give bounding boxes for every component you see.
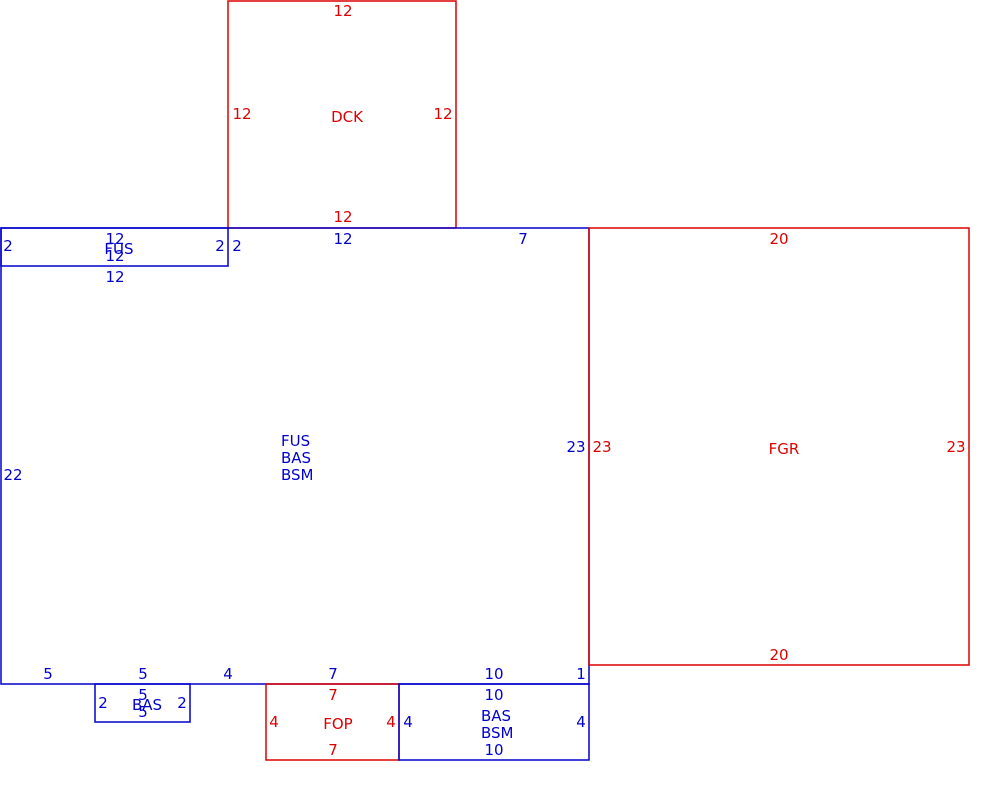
main-label-fus: FUS xyxy=(281,432,310,450)
bas-bsm-dim-top: 10 xyxy=(484,686,503,704)
fus-strip-label: FUS xyxy=(104,240,133,258)
dck-dim-right: 12 xyxy=(433,105,452,123)
area-fop: 7 4 4 FOP 7 xyxy=(265,683,400,761)
dck-dim-bottom: 12 xyxy=(333,208,352,226)
main-dim-top-b: 7 xyxy=(518,230,528,248)
dck-dim-left: 12 xyxy=(232,105,251,123)
bas-small-label: BAS xyxy=(132,696,162,714)
fgr-dim-top: 20 xyxy=(769,230,788,248)
bas-small-dim-left: 2 xyxy=(98,694,108,712)
fgr-dim-left: 23 xyxy=(592,438,611,456)
bas-bsm-label-bas: BAS xyxy=(481,707,511,725)
bas-bsm-dim-right: 4 xyxy=(576,713,586,731)
fus-strip-dim-right: 2 xyxy=(215,237,225,255)
main-dim-bottom-e: 10 xyxy=(484,665,503,683)
main-dim-bottom-a: 5 xyxy=(43,665,53,683)
fus-strip-dim-left: 2 xyxy=(3,237,13,255)
area-bas-bsm: 10 4 4 BAS BSM 10 xyxy=(398,683,590,761)
bas-small-dim-right: 2 xyxy=(177,694,187,712)
dck-label: DCK xyxy=(331,108,364,126)
fus-strip-dim-below: 12 xyxy=(105,268,124,286)
area-fus-strip: 12 2 2 FUS 12 12 xyxy=(0,227,229,286)
main-label-bas: BAS xyxy=(281,449,311,467)
area-bas-small: 5 2 2 BAS 5 xyxy=(94,683,191,723)
main-dim-bottom-b: 5 xyxy=(138,665,148,683)
fus-strip-dim-bottom: 12 xyxy=(105,247,124,265)
fop-dim-right: 4 xyxy=(386,713,396,731)
bas-bsm-outline xyxy=(398,683,590,761)
bas-bsm-dim-left: 4 xyxy=(403,713,413,731)
bas-small-outline xyxy=(94,683,191,723)
fop-dim-left: 4 xyxy=(269,713,279,731)
fop-dim-top: 7 xyxy=(328,686,338,704)
fus-strip-dim-top: 12 xyxy=(105,230,124,248)
bas-bsm-dim-bottom: 10 xyxy=(484,741,503,759)
area-fgr: 20 23 23 20 FGR xyxy=(588,227,970,666)
bas-bsm-label-bsm: BSM xyxy=(481,724,514,742)
area-main: 2 12 7 22 23 FUS BAS BSM 5 5 4 7 10 1 xyxy=(0,227,590,685)
dck-dim-top: 12 xyxy=(333,2,352,20)
fop-dim-bottom: 7 xyxy=(328,741,338,759)
main-dim-right: 23 xyxy=(566,438,585,456)
main-dim-bottom-f: 1 xyxy=(576,665,586,683)
fgr-label: FGR xyxy=(769,440,800,458)
main-dim-bottom-d: 7 xyxy=(328,665,338,683)
bas-small-dim-bottom: 5 xyxy=(138,703,148,721)
bas-small-dim-top: 5 xyxy=(138,686,148,704)
fgr-outline xyxy=(588,227,970,666)
main-dim-left: 22 xyxy=(3,466,22,484)
area-dck: 12 12 12 12 DCK xyxy=(227,0,457,229)
fgr-dim-right: 23 xyxy=(946,438,965,456)
main-dim-left-upper: 2 xyxy=(232,237,242,255)
main-label-bsm: BSM xyxy=(281,466,314,484)
fop-label: FOP xyxy=(323,715,352,733)
main-dim-bottom-c: 4 xyxy=(223,665,233,683)
main-dim-top-a: 12 xyxy=(333,230,352,248)
fgr-dim-bottom: 20 xyxy=(769,646,788,664)
